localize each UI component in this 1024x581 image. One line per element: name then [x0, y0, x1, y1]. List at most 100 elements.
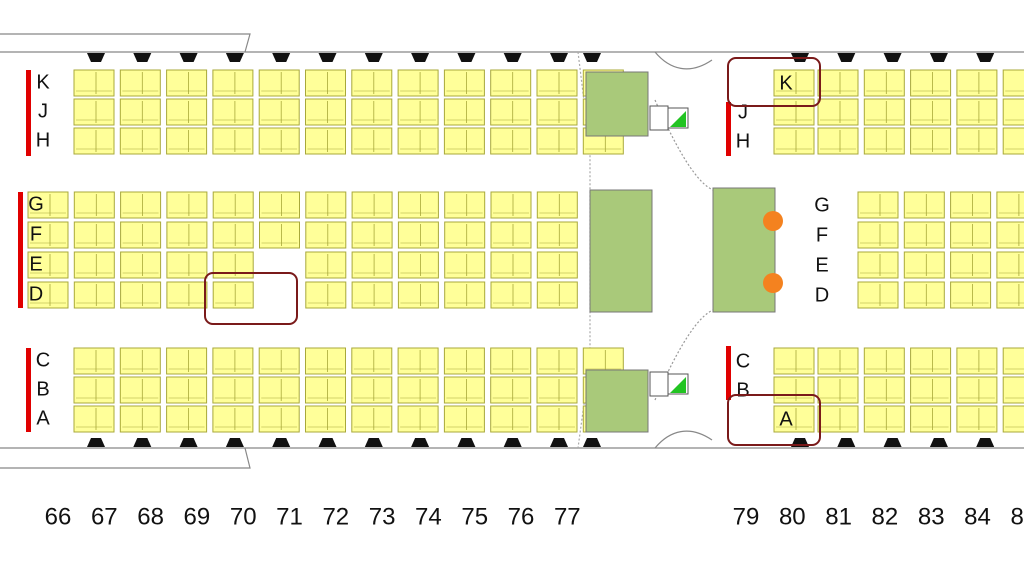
row-letter-right-F: F: [816, 224, 828, 246]
seat-66F: [73, 221, 115, 249]
seat-68A: [166, 405, 208, 433]
seat-68F: [166, 221, 208, 249]
seat-79E: [857, 251, 899, 279]
bulkhead-left-bottom: [26, 348, 31, 432]
seat-68G: [166, 191, 208, 219]
seat-76G: [536, 191, 578, 219]
row-letter-left-G: G: [28, 193, 44, 215]
window-top: [225, 53, 244, 62]
row-letter-left-K: K: [36, 71, 50, 93]
seat-68J: [166, 98, 208, 126]
seat-75F: [490, 221, 532, 249]
row-number-71: 71: [276, 503, 303, 530]
seat-66E: [73, 251, 115, 279]
seat-67C: [119, 347, 161, 375]
seat-74K: [443, 69, 485, 97]
window-top: [318, 53, 337, 62]
seat-66C: [73, 347, 115, 375]
window-bottom: [929, 438, 948, 447]
galley-bottom: [585, 369, 649, 433]
window-bottom: [318, 438, 337, 447]
row-letter-left-A: A: [36, 407, 50, 429]
window-top: [550, 53, 568, 62]
seat-68C: [166, 347, 208, 375]
seat-67F: [120, 221, 162, 249]
seat-82B: [956, 376, 998, 404]
seat-76K: [536, 69, 578, 97]
window-top: [179, 53, 198, 62]
seat-70G: [259, 191, 300, 219]
row-number-85: 85: [1010, 503, 1024, 530]
seat-72G: [351, 191, 393, 219]
row-letter-right-J: J: [738, 101, 748, 123]
seat-70K: [258, 69, 300, 97]
lavatory-icon-top: [649, 105, 689, 131]
row-number-69: 69: [184, 503, 211, 530]
highlight-seat-80K: [727, 57, 821, 107]
seat-80F: [903, 221, 945, 249]
seat-75E: [490, 251, 532, 279]
seat-73A: [397, 405, 439, 433]
seat-79D: [857, 281, 899, 309]
seat-66G: [73, 191, 115, 219]
window-top: [87, 53, 105, 62]
seat-75A: [490, 405, 532, 433]
seat-66D: [73, 281, 115, 309]
seat-65G: [27, 191, 69, 219]
seat-72E: [351, 251, 393, 279]
seat-72C: [351, 347, 393, 375]
window-bottom: [550, 438, 568, 447]
window-bottom: [976, 438, 995, 447]
window-bottom: [87, 438, 105, 447]
seat-74A: [443, 405, 485, 433]
row-letter-left-D: D: [29, 283, 43, 305]
seat-72H: [351, 127, 393, 155]
seat-82H: [956, 127, 998, 155]
seat-83K: [1002, 69, 1024, 97]
seat-71F: [305, 221, 347, 249]
seat-73E: [397, 251, 439, 279]
seat-70H: [258, 127, 300, 155]
seat-81B: [910, 376, 952, 404]
seat-74G: [444, 191, 486, 219]
row-letter-right-B: B: [736, 379, 749, 401]
lavatory-icon-bottom: [649, 371, 689, 397]
seat-76A: [536, 405, 578, 433]
seat-69D: [212, 281, 254, 309]
row-number-75: 75: [461, 503, 488, 530]
row-letter-right-A: A: [779, 408, 793, 430]
row-letter-right-E: E: [815, 254, 828, 276]
seat-83B: [1002, 376, 1024, 404]
seat-73C: [397, 347, 439, 375]
seat-81J: [910, 98, 952, 126]
seat-80G: [903, 191, 945, 219]
seat-75J: [490, 98, 532, 126]
seat-79J: [817, 98, 859, 126]
seat-68K: [166, 69, 208, 97]
seat-69B: [212, 376, 254, 404]
seat-81K: [910, 69, 952, 97]
seat-67B: [119, 376, 161, 404]
row-letter-right-K: K: [779, 72, 793, 94]
seat-74J: [443, 98, 485, 126]
seat-68E: [166, 251, 208, 279]
seat-82E: [996, 251, 1024, 279]
seat-72K: [351, 69, 393, 97]
window-bottom: [225, 438, 244, 447]
row-letter-left-H: H: [36, 129, 50, 151]
seat-71K: [305, 69, 346, 97]
highlight-seat-80A: [727, 394, 821, 446]
window-bottom: [411, 438, 430, 447]
seats: [27, 69, 1024, 433]
window-bottom: [133, 438, 152, 447]
seat-73J: [397, 98, 439, 126]
window-top: [929, 53, 948, 62]
seat-70A: [258, 405, 300, 433]
seat-79A: [817, 405, 859, 433]
window-bottom: [503, 438, 522, 447]
seat-65E: [27, 251, 69, 279]
seat-82F: [996, 221, 1024, 249]
seat-66H: [73, 127, 115, 155]
bulkhead-left-middle: [18, 192, 23, 308]
